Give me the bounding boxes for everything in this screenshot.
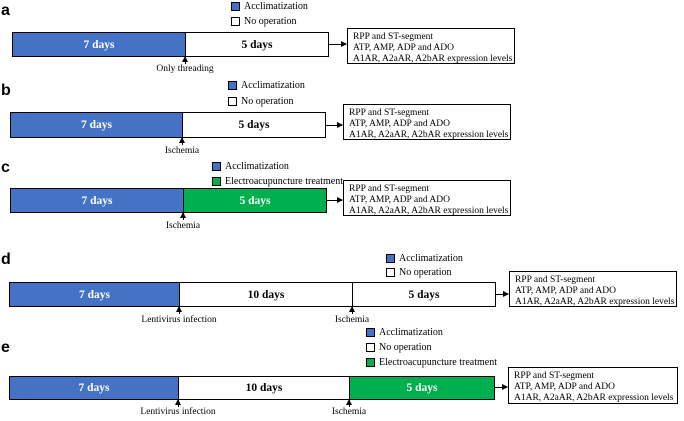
legend-label: Acclimatization: [399, 253, 463, 264]
legend-label: No operation: [244, 16, 297, 27]
panel-label-b: b: [1, 82, 11, 99]
acclimatization-swatch: [366, 328, 375, 337]
panel-label-d: d: [1, 251, 11, 268]
event-label: Only threading: [156, 64, 214, 74]
event-label: Lentivirus infection: [140, 407, 216, 417]
arrow-to-results: [327, 197, 343, 203]
arrow-to-results: [326, 122, 343, 128]
acclimatization-swatch: [228, 81, 237, 90]
result-line: ATP, AMP, ADP and ADO: [353, 43, 455, 53]
panel-label-a: a: [1, 2, 10, 19]
result-line: RPP and ST-segment: [349, 108, 430, 118]
legend-label: No operation: [379, 342, 432, 353]
result-line: RPP and ST-segment: [514, 371, 595, 381]
event-label: Ischemia: [165, 221, 201, 231]
arrow-to-results: [329, 41, 347, 47]
result-line: RPP and ST-segment: [353, 32, 434, 42]
results-box: RPP and ST-segment ATP, AMP, ADP and ADO…: [343, 180, 511, 216]
legend-label: Acclimatization: [244, 1, 308, 12]
no-operation-swatch: [366, 343, 375, 352]
acclimatization-bar: 7 days: [10, 188, 184, 213]
event-marker: [349, 306, 355, 314]
no-operation-bar: 5 days: [182, 112, 326, 138]
result-line: A1AR, A2aAR, A2bAR expression levels: [353, 54, 513, 64]
no-operation-swatch: [386, 268, 395, 277]
acclimatization-swatch: [386, 254, 395, 263]
acclimatization-bar: 7 days: [10, 112, 183, 138]
no-operation-swatch: [228, 97, 237, 106]
legend-electroacupuncture: Electroacupuncture treatment: [212, 176, 343, 187]
acclimatization-swatch: [212, 162, 221, 171]
legend-label: Acclimatization: [241, 80, 305, 91]
event-marker: [180, 212, 186, 220]
panel-label-e: e: [1, 339, 10, 356]
acclimatization-swatch: [231, 2, 240, 11]
legend-label: Acclimatization: [379, 327, 443, 338]
no-operation-bar: 10 days: [179, 282, 353, 307]
legend-electroacupuncture: Electroacupuncture treatment: [366, 357, 497, 368]
event-label: Ischemia: [331, 407, 367, 417]
no-operation-bar: 10 days: [178, 376, 350, 400]
result-line: RPP and ST-segment: [515, 275, 596, 285]
legend-acclimatization: Acclimatization: [386, 253, 463, 264]
legend-no-operation: No operation: [231, 16, 297, 27]
acclimatization-bar: 7 days: [12, 32, 186, 57]
legend-label: No operation: [241, 96, 294, 107]
electroacupuncture-swatch: [366, 358, 375, 367]
arrow-to-results: [496, 291, 509, 297]
legend-no-operation: No operation: [386, 267, 452, 278]
acclimatization-bar: 7 days: [9, 282, 180, 307]
panel-label-c: c: [1, 159, 10, 176]
legend-no-operation: No operation: [228, 96, 294, 107]
arrow-to-results: [495, 384, 508, 390]
event-label: Ischemia: [164, 146, 200, 156]
legend-label: Acclimatization: [225, 161, 289, 172]
result-line: A1AR, A2aAR, A2bAR expression levels: [515, 297, 675, 307]
result-line: A1AR, A2aAR, A2bAR expression levels: [514, 393, 674, 403]
event-marker: [182, 56, 188, 64]
no-operation-swatch: [231, 17, 240, 26]
event-label: Ischemia: [334, 315, 370, 325]
event-label: Lentivirus infection: [141, 315, 217, 325]
legend-acclimatization: Acclimatization: [212, 161, 289, 172]
legend-acclimatization: Acclimatization: [231, 1, 308, 12]
result-line: ATP, AMP, ADP and ADO: [349, 119, 451, 129]
legend-label: No operation: [399, 267, 452, 278]
event-marker: [176, 306, 182, 314]
results-box: RPP and ST-segment ATP, AMP, ADP and ADO…: [508, 367, 678, 404]
no-operation-bar: 5 days: [352, 282, 496, 307]
results-box: RPP and ST-segment ATP, AMP, ADP and ADO…: [347, 28, 515, 64]
legend-no-operation: No operation: [366, 342, 432, 353]
electroacupuncture-bar: 5 days: [349, 376, 495, 400]
result-line: A1AR, A2aAR, A2bAR expression levels: [349, 130, 509, 140]
result-line: A1AR, A2aAR, A2bAR expression levels: [349, 206, 509, 216]
electroacupuncture-swatch: [212, 177, 221, 186]
results-box: RPP and ST-segment ATP, AMP, ADP and ADO…: [343, 104, 511, 140]
legend-acclimatization: Acclimatization: [366, 327, 443, 338]
no-operation-bar: 5 days: [185, 32, 329, 57]
legend-label: Electroacupuncture treatment: [225, 176, 343, 187]
result-line: RPP and ST-segment: [349, 184, 430, 194]
result-line: ATP, AMP, ADP and ADO: [349, 195, 451, 205]
electroacupuncture-bar: 5 days: [183, 188, 327, 213]
event-marker: [179, 137, 185, 145]
event-marker: [346, 399, 352, 407]
event-marker: [175, 399, 181, 407]
legend-acclimatization: Acclimatization: [228, 80, 305, 91]
acclimatization-bar: 7 days: [9, 376, 179, 400]
results-box: RPP and ST-segment ATP, AMP, ADP and ADO…: [509, 271, 677, 307]
legend-label: Electroacupuncture treatment: [379, 357, 497, 368]
result-line: ATP, AMP, ADP and ADO: [514, 382, 616, 392]
result-line: ATP, AMP, ADP and ADO: [515, 286, 617, 296]
